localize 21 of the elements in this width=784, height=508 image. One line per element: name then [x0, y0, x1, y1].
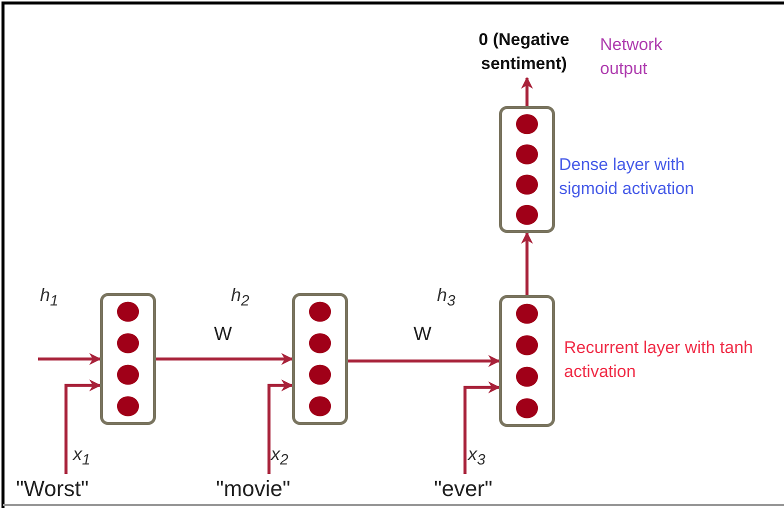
- arrow: [268, 379, 294, 474]
- output-label: 0 (Negative sentiment): [478, 29, 570, 75]
- hidden-state-label: h$_{3}$: [437, 285, 456, 310]
- arrow: [521, 232, 533, 295]
- word-label: "Worst": [16, 476, 90, 502]
- arrow: [156, 353, 294, 365]
- arrow: [348, 355, 500, 367]
- input-symbol: x$_{1}$: [73, 444, 90, 469]
- arrow: [521, 76, 533, 106]
- input-symbol: x$_{2}$: [271, 444, 288, 469]
- hidden-state-label: h$_{2}$: [231, 285, 250, 310]
- annotation-text: Dense layer with sigmoid activation: [559, 154, 696, 200]
- input-symbol: x$_{3}$: [468, 444, 486, 469]
- annotation-text: Recurrent layer with tanh activation: [564, 337, 754, 383]
- word-label: "movie": [216, 476, 292, 502]
- hidden-state-label: h$_{1}$: [40, 285, 58, 310]
- arrow: [464, 381, 500, 474]
- annotation-text: Network output: [600, 34, 664, 80]
- arrow: [38, 353, 102, 365]
- arrow: [64, 379, 102, 474]
- word-label: "ever": [434, 476, 494, 502]
